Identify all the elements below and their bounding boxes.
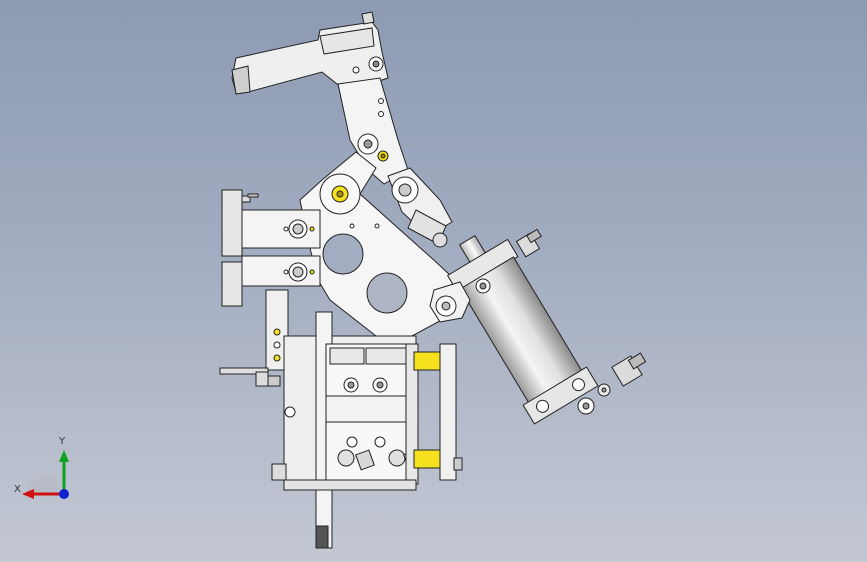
slide-unit [271,311,463,549]
cylinder-link [387,167,453,248]
side-blocks [219,189,321,387]
pneumatic-cylinder [446,235,599,425]
view-triad[interactable]: X Y [12,436,82,508]
y-axis-label: Y [59,436,66,447]
y-axis-arrow [59,450,69,462]
x-axis-label: X [14,484,21,495]
x-axis-arrow [22,489,34,499]
clamp-arm [231,11,409,185]
cylinder-clevis [429,278,491,323]
z-axis-dot [59,489,69,499]
cylinder-fittings [515,228,647,415]
